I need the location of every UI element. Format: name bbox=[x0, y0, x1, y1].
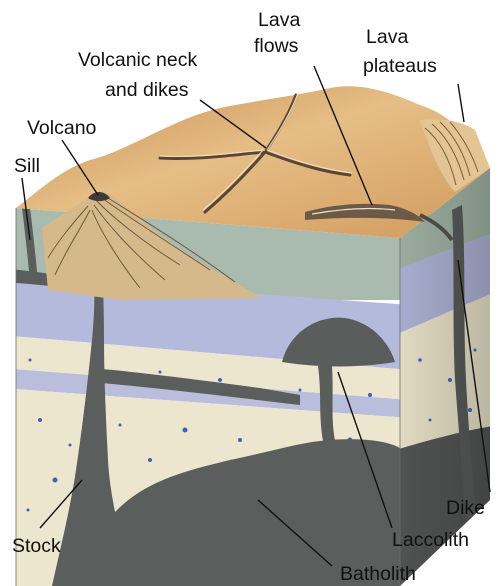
label-sill: Sill bbox=[14, 155, 40, 177]
label-dike: Dike bbox=[446, 497, 485, 519]
label-volcanic-neck-2: and dikes bbox=[105, 79, 189, 101]
label-stock: Stock bbox=[12, 535, 61, 557]
label-lava-plateaus-2: plateaus bbox=[363, 55, 437, 77]
label-lava-plateaus-1: Lava bbox=[366, 26, 408, 48]
label-batholith: Batholith bbox=[340, 563, 416, 585]
label-lava-flows-1: Lava bbox=[258, 9, 300, 31]
label-lava-flows-2: flows bbox=[254, 35, 299, 57]
label-volcanic-neck-1: Volcanic neck bbox=[78, 49, 197, 71]
label-laccolith: Laccolith bbox=[392, 529, 469, 551]
label-volcano: Volcano bbox=[27, 117, 97, 139]
